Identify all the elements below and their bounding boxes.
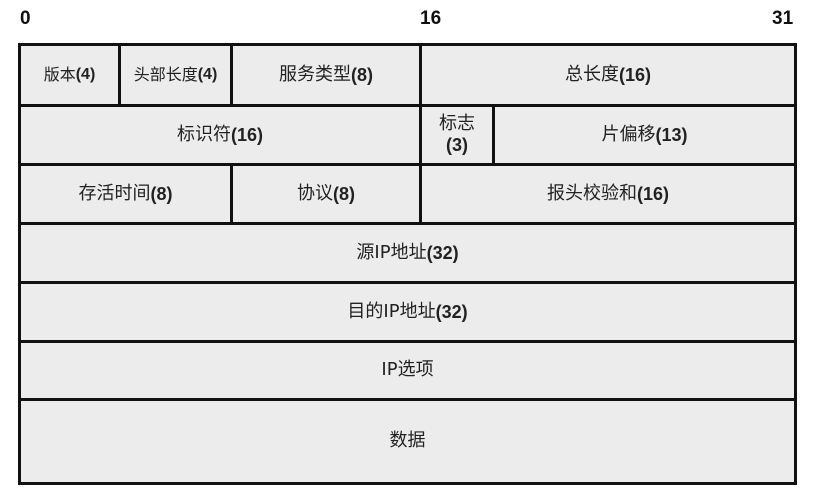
- field-destination-ip: 目的IP地址 (32): [21, 284, 794, 343]
- bit-tick-16: 16: [420, 8, 442, 29]
- field-source-ip: 源IP地址 (32): [21, 225, 794, 284]
- field-header-checksum: 报头校验和 (16): [422, 166, 794, 225]
- ip-header-diagram: 版本(4) 头部长度 (4) 服务类型 (8) 总长度 (16) 标识符 (16…: [18, 43, 797, 485]
- field-identification: 标识符 (16): [21, 107, 422, 166]
- field-ttl: 存活时间 (8): [21, 166, 233, 225]
- field-header-length: 头部长度 (4): [121, 46, 233, 107]
- field-flags: 标志(3): [422, 107, 495, 166]
- field-protocol: 协议(8): [233, 166, 422, 225]
- field-data: 数据: [389, 430, 426, 452]
- field-type-of-service: 服务类型 (8): [233, 46, 422, 107]
- bit-tick-31: 31: [772, 8, 794, 29]
- field-total-length: 总长度 (16): [422, 46, 794, 107]
- field-ip-options: IP选项: [21, 343, 794, 401]
- field-fragment-offset: 片偏移 (13): [495, 107, 794, 166]
- bit-tick-0: 0: [20, 8, 31, 29]
- field-version: 版本(4): [21, 46, 121, 107]
